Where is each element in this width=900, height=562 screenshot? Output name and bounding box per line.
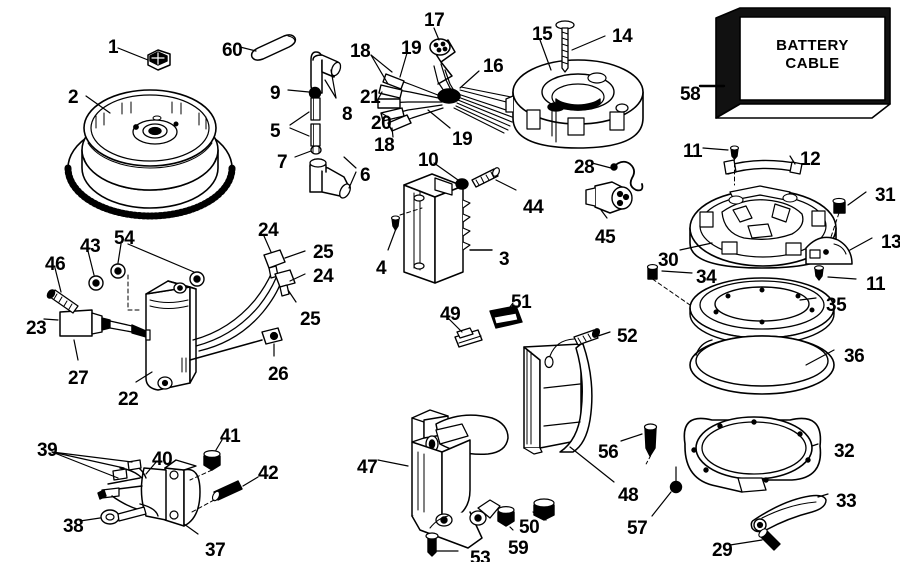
link-rod-assembly (287, 51, 357, 199)
callout-28-clip-28: 28 (574, 157, 595, 178)
callout-42-screw-42: 42 (258, 463, 279, 484)
callout-32-gasket-32: 32 (834, 441, 855, 462)
callout-35-ring-35: 35 (826, 295, 847, 316)
callout-45-connector-45: 45 (595, 227, 616, 248)
callout-60-sleeve: 60 (222, 40, 243, 61)
callout-22-ignition-coil: 22 (118, 389, 139, 410)
shield-48 (523, 328, 683, 517)
callout-5-link-rod: 5 (270, 121, 281, 142)
callout-44-screw-44: 44 (523, 197, 544, 218)
callout-29-screw-29: 29 (712, 540, 733, 561)
callout-26-ground-lug: 26 (268, 364, 289, 385)
callout-40-lead-40: 40 (152, 449, 173, 470)
callout-21-lead-21: 21 (360, 87, 381, 108)
armature-plate (646, 145, 873, 306)
callout-41-nut-41: 41 (220, 426, 241, 447)
callout-47-bracket-47: 47 (357, 457, 378, 478)
callout-1-flywheel-nut: 1 (108, 37, 119, 58)
callout-50-nut-50: 50 (519, 517, 540, 538)
callout-12-retainer-ring: 12 (800, 149, 821, 170)
callout-43-washer-43: 43 (80, 236, 101, 257)
callout-23-terminal-23: 23 (26, 318, 47, 339)
callout-7-retainer: 7 (277, 152, 288, 173)
starter-solenoid (51, 439, 259, 535)
ignition-coil-assembly (43, 235, 306, 391)
timer-base (505, 20, 644, 149)
callout-48-shield-48: 48 (618, 485, 639, 506)
callout-8-elbow-upper: 8 (342, 104, 353, 125)
wiring-harness (370, 27, 517, 138)
callout-17-connector: 17 (424, 10, 445, 31)
callout-54-washer-54: 54 (114, 228, 135, 249)
callout-56-screw-56: 56 (598, 442, 619, 463)
battery-cable-line2: CABLE (785, 54, 840, 72)
power-pack (387, 162, 517, 284)
callout-46-screw-46: 46 (45, 254, 66, 275)
callout-11-screw-11-bottom: 11 (866, 274, 886, 295)
callout-39-lead-39: 39 (37, 440, 58, 461)
callout-3-power-pack: 3 (499, 249, 510, 270)
callout-20-lead-20: 20 (371, 113, 392, 134)
callout-37-starter-solenoid: 37 (205, 540, 226, 561)
callout-6-elbow-lower: 6 (360, 165, 371, 186)
callout-58-battery-cable: 58 (680, 84, 701, 105)
callout-24-terminal-24-lower: 24 (313, 266, 334, 287)
callout-31-screw-31: 31 (875, 185, 896, 206)
callout-13-cover-13: 13 (881, 232, 900, 253)
callout-9-ball-joint: 9 (270, 83, 281, 104)
callout-49-clip-49: 49 (440, 304, 461, 325)
flywheel-assembly (64, 47, 236, 220)
callout-25-terminal-25-lower: 25 (300, 309, 321, 330)
callout-11-screw-11-top: 11 (683, 141, 703, 162)
callout-25-terminal-25-upper: 25 (313, 242, 334, 263)
battery-cable-line1: BATTERY (776, 37, 849, 54)
callout-51-clip-51: 51 (511, 292, 532, 313)
sleeve-60 (239, 34, 297, 61)
callout-38-terminal-38: 38 (63, 516, 84, 537)
callout-30-armature-plate: 30 (658, 250, 679, 271)
battery-cable-label: BATTERY CABLE (740, 37, 885, 72)
callout-10-grommet: 10 (418, 150, 439, 171)
gasket-32 (683, 416, 829, 551)
callout-19-lead-19-lower: 19 (452, 129, 473, 150)
callout-34-screw-34: 34 (696, 267, 717, 288)
callout-19-lead-19-upper: 19 (401, 38, 422, 59)
battery-cable-box (698, 7, 891, 119)
callout-18-lead-upper: 18 (350, 41, 371, 62)
callout-16-harness: 16 (483, 56, 504, 77)
callout-53-screw-53: 53 (470, 548, 491, 562)
callout-14-screw-timer: 14 (612, 26, 633, 47)
callout-36-ring-36: 36 (844, 346, 865, 367)
clips-49-51 (447, 302, 523, 348)
callout-24-terminal-24-upper: 24 (258, 220, 279, 241)
callout-27-boot-27: 27 (68, 368, 89, 389)
callout-4-screw-4: 4 (376, 258, 387, 279)
callout-2-flywheel: 2 (68, 87, 79, 108)
callout-15-timer-base: 15 (532, 24, 553, 45)
bracket-47 (377, 409, 555, 557)
callout-57-grommet-57: 57 (627, 518, 648, 539)
clip-28-connector-45 (585, 160, 644, 219)
callout-52-screw-52: 52 (617, 326, 638, 347)
rings-35-36 (689, 277, 835, 395)
callout-33-lever-33: 33 (836, 491, 857, 512)
callout-59-nut-59: 59 (508, 538, 529, 559)
callout-18-lead-lower: 18 (374, 135, 395, 156)
